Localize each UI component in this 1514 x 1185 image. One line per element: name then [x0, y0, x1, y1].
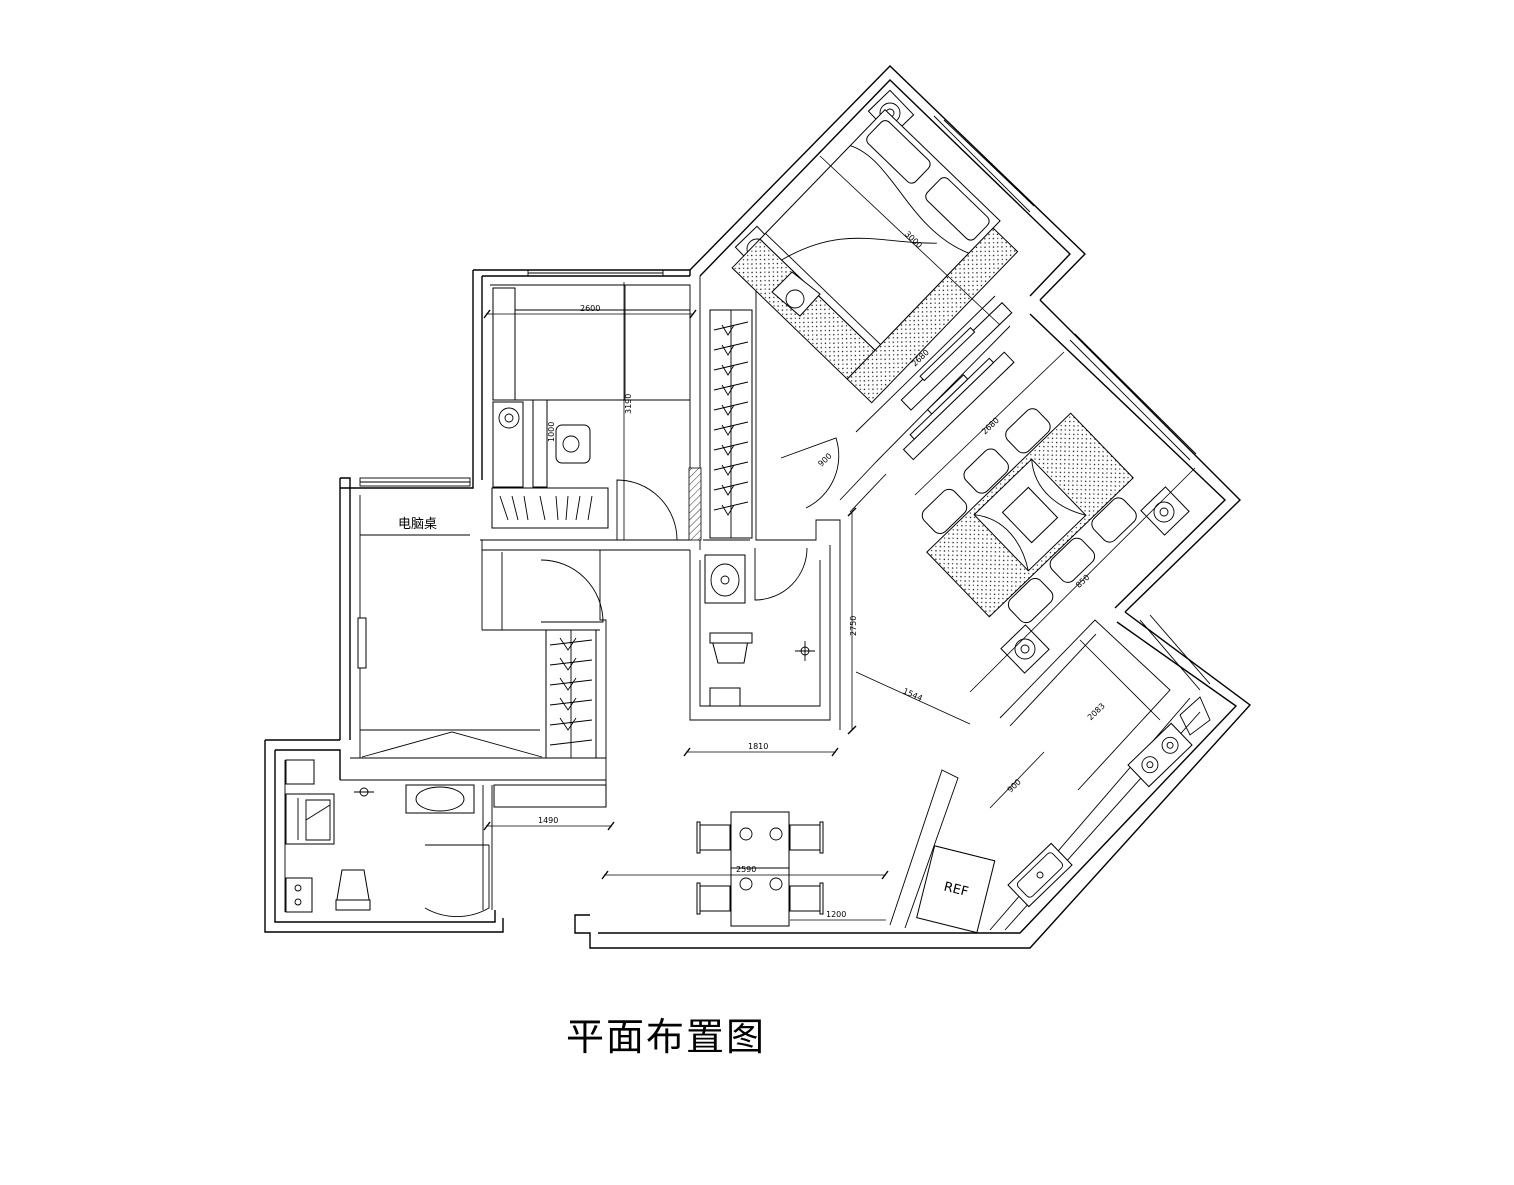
dim-living-width: 2680 [980, 416, 1001, 437]
dim-study-desk: 1000 [547, 422, 556, 442]
exterior-walls [264, 65, 1252, 949]
wall-pier [688, 467, 702, 541]
corridor-closet [709, 309, 753, 539]
dim-study-width: 2600 [580, 304, 600, 313]
left-room: 电脑桌 [357, 517, 597, 759]
dim-door-a: 900 [816, 451, 833, 468]
dim-bath2-width: 1490 [538, 816, 558, 825]
dim-hall-depth: 2750 [849, 616, 858, 636]
dim-bath-width: 1810 [748, 742, 768, 751]
dim-hall-diag: 1544 [902, 686, 924, 703]
hangers-closet [713, 321, 749, 516]
dim-dining-width: 2590 [736, 865, 756, 874]
hangers-left [549, 637, 593, 746]
living-room [902, 351, 1190, 674]
dim-kitchen-depth: 900 [1006, 777, 1023, 794]
windows [359, 115, 1211, 691]
dim-study-depth: 3190 [624, 394, 633, 414]
plan-title: 平面布置图 [566, 1015, 767, 1059]
dimension-lines [483, 155, 1196, 921]
study-furniture [491, 285, 690, 529]
doors [424, 437, 840, 917]
kitchen: REF [916, 696, 1211, 934]
bathroom-small [285, 759, 607, 913]
fridge-label: REF [942, 880, 970, 901]
computer-desk-label: 电脑桌 [398, 517, 437, 532]
bathroom-main [704, 554, 815, 707]
bedroom: 3000 [731, 89, 1019, 411]
hangers-study [499, 495, 593, 521]
dim-dining-gap: 1200 [826, 910, 846, 919]
dining [696, 811, 824, 927]
interior-walls [284, 276, 1201, 931]
dim-kitchen-len: 2083 [1086, 701, 1107, 722]
